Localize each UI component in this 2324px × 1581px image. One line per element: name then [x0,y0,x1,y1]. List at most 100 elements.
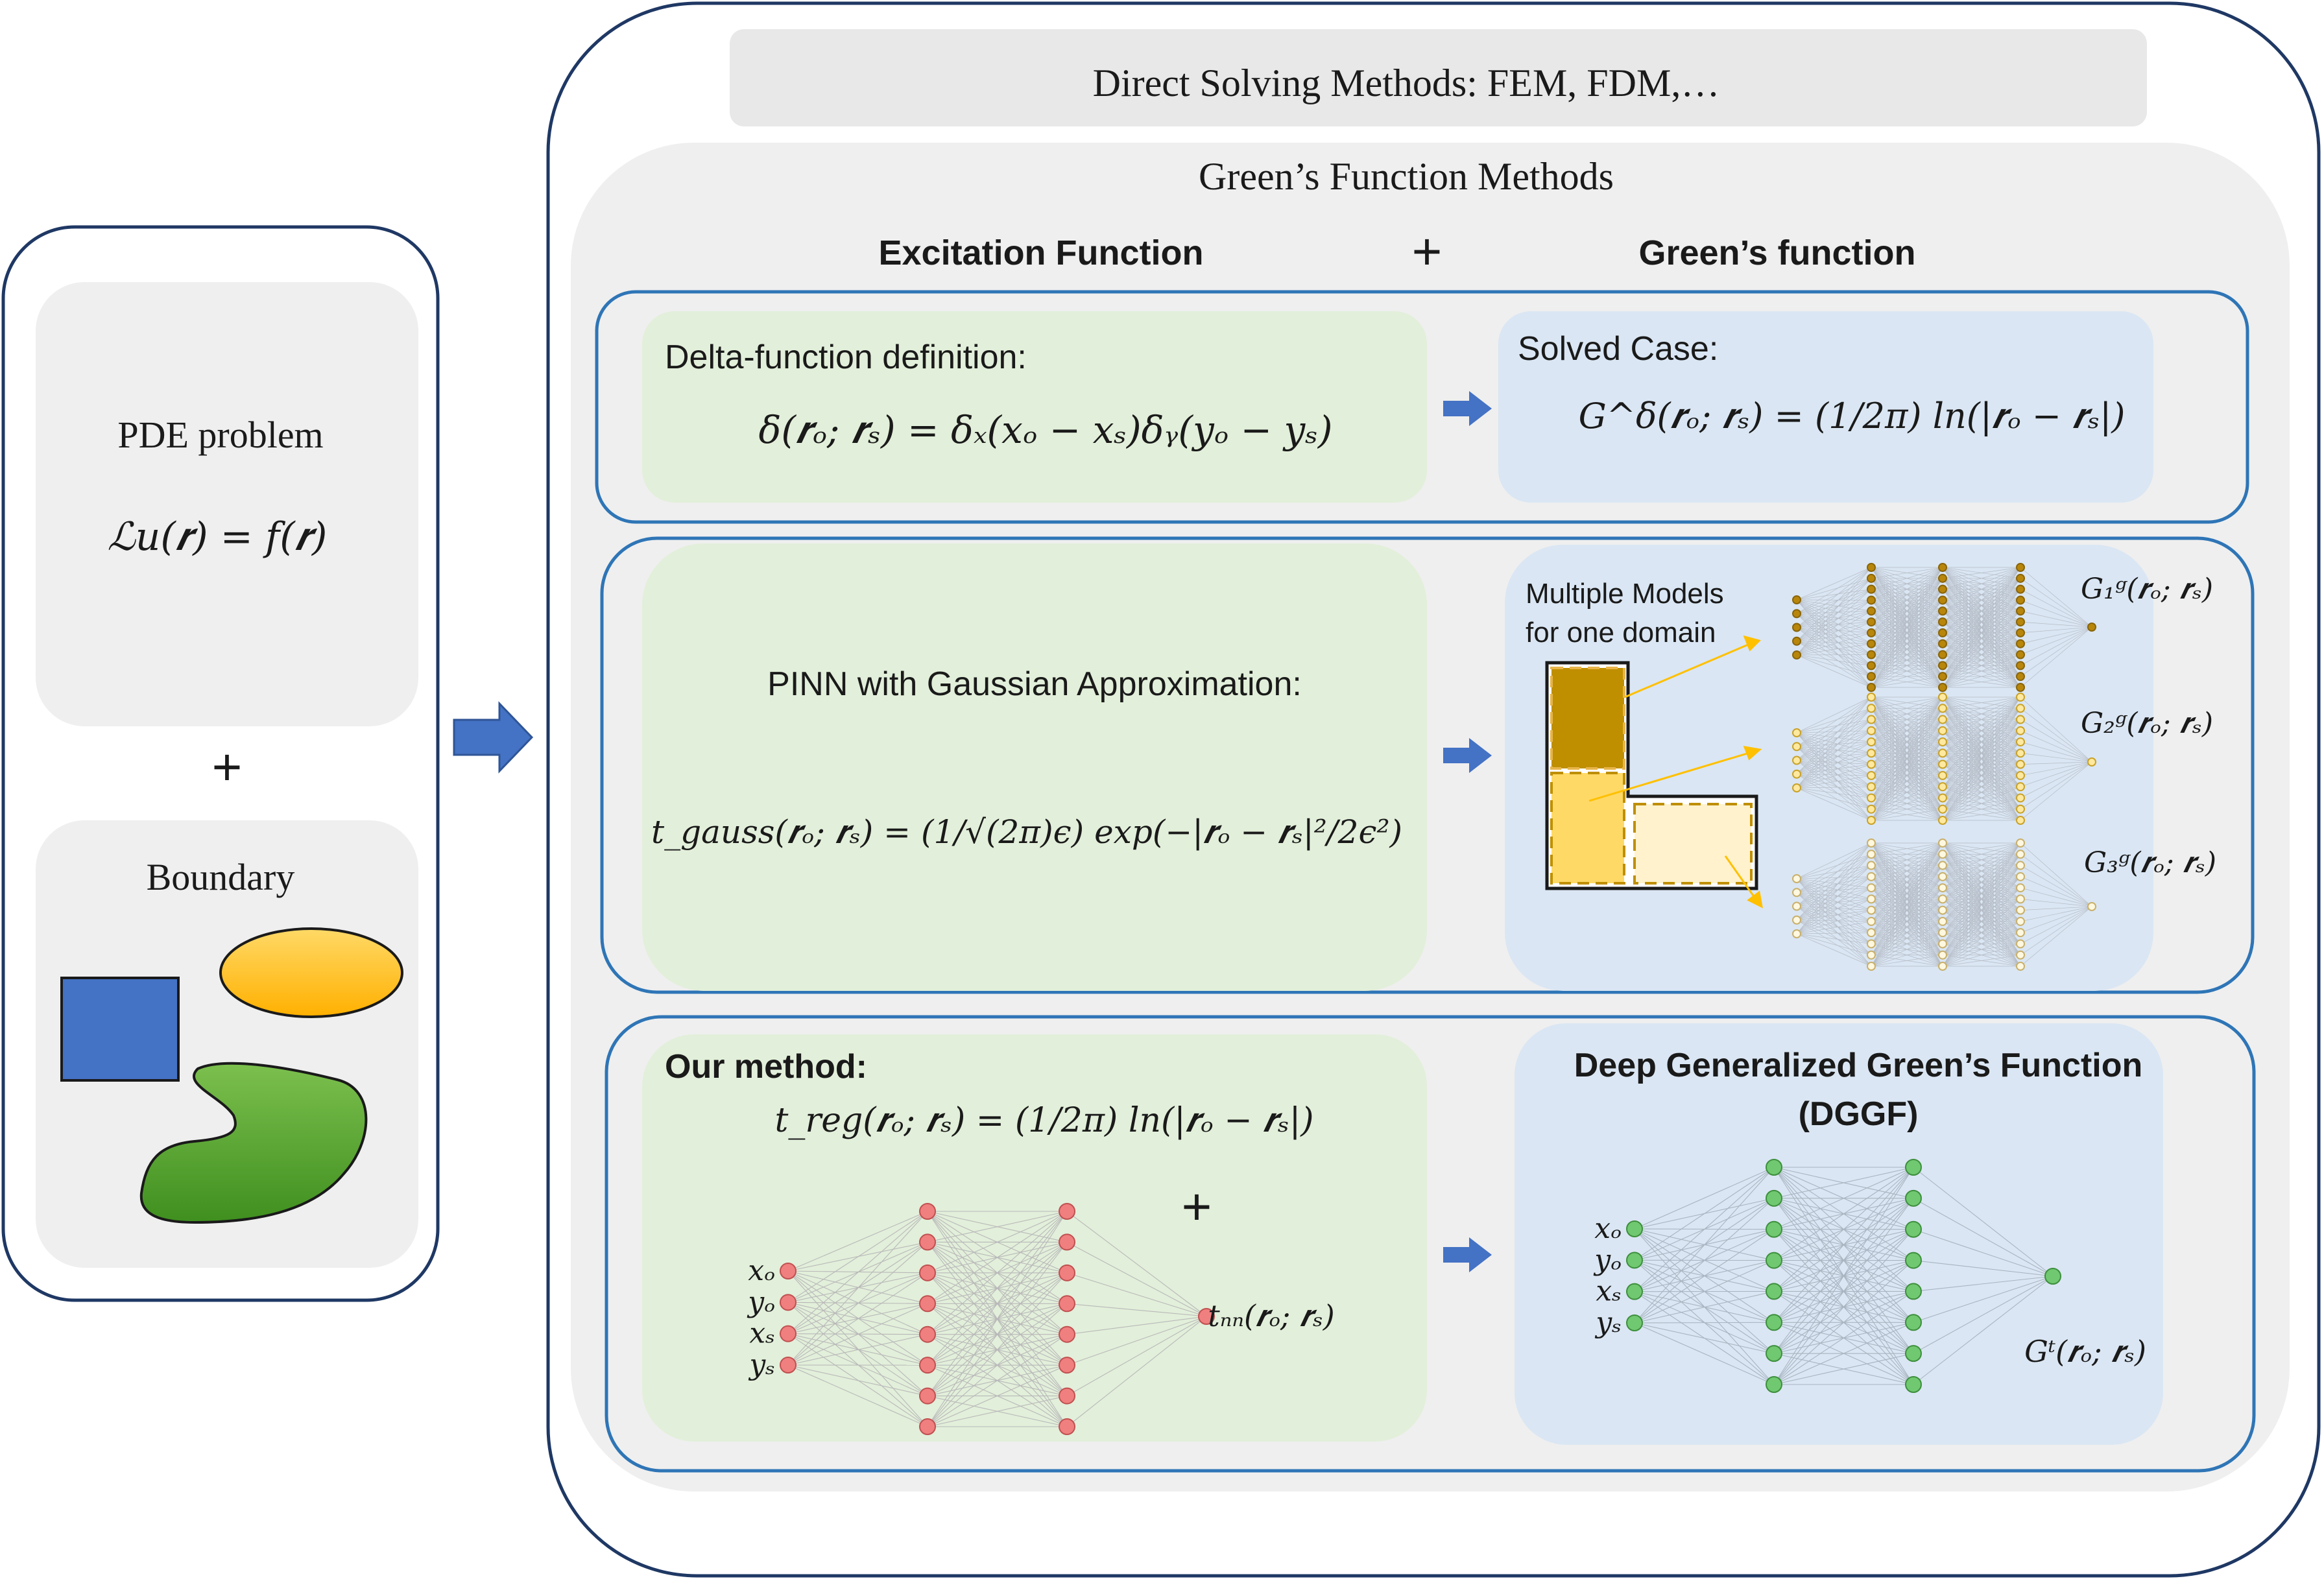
nn-node [1766,1189,1782,1207]
nn-node [1938,962,1947,971]
dggf-input-label: yₒ [1593,1243,1622,1276]
nn-node [2016,672,2025,682]
nn-node [1938,617,1947,627]
nn-node [1867,639,1876,648]
nn-node [1792,595,1801,604]
nn-node [2016,928,2025,938]
nn-node [2016,905,2025,915]
nn-node [2016,770,2025,780]
nn-node [1792,783,1801,792]
nn-node [2016,661,2025,671]
nn-node [1867,782,1876,792]
subdomain-1 [1550,667,1625,770]
nn-input-label: xₒ [748,1254,775,1287]
nn-node [1792,650,1801,660]
nn-node [1938,650,1947,660]
nn-node [1938,726,1947,735]
nn-node [1938,628,1947,637]
nn-node [1938,916,1947,926]
nn-node [1867,693,1876,702]
nn-node [1626,1314,1643,1331]
green-box [1498,311,2153,503]
nn-node [1938,816,1947,825]
nn-node [1867,584,1876,594]
pinn-model-network [1792,563,2096,692]
header-plus: + [1412,222,1443,280]
nn-node [1938,584,1947,594]
nn-node [1938,883,1947,893]
excitation-header: Excitation Function [878,233,1203,272]
nn-node [1867,894,1876,904]
nn-node [2016,962,2025,971]
pde-equation: ℒu(𝒓) = f(𝒓) [108,514,328,560]
pinn-networks [1792,563,2096,971]
nn-node [1792,901,1801,911]
nn-node [2016,563,2025,572]
nn-node [2016,704,2025,713]
nn-node [919,1357,936,1374]
nn-node [1792,755,1801,765]
nn-node [1867,704,1876,713]
nn-node [1867,916,1876,926]
dggf-title-line1: Deep Generalized Green’s Function [1574,1047,2143,1084]
nn-node [2016,894,2025,904]
nn-node [2016,872,2025,881]
nn-node [1867,804,1876,814]
nn-connections [1796,842,2092,967]
nn-node [1792,742,1801,752]
nn-node [1867,672,1876,682]
nn-node [1938,573,1947,583]
row-delta: Delta-function definition: δ(𝒓ₒ; 𝒓ₛ) = δ… [595,290,2249,524]
nn-node [1867,573,1876,583]
model-label-2: G₂ᵍ(𝒓ₒ; 𝒓ₛ) [2081,707,2213,740]
nn-node [1059,1233,1075,1251]
nn-node [1938,950,1947,960]
nn-node [2016,804,2025,814]
nn-node [1938,693,1947,702]
nn-node [1766,1314,1782,1331]
nn-node [2016,816,2025,825]
excitation-title: PINN with Gaussian Approximation: [767,665,1302,703]
nn-node [1059,1418,1075,1435]
nn-node [1867,748,1876,758]
nn-node [1938,804,1947,814]
nn-node [1867,715,1876,724]
nn-node [1938,683,1947,692]
nn-node [919,1203,936,1220]
nn-node [1867,939,1876,949]
nn-node [1059,1264,1075,1281]
nn-node [2016,639,2025,648]
dggf-input-label: yₛ [1594,1306,1622,1339]
excitation-box [642,543,1427,991]
nn-node [2016,584,2025,594]
nn-node [919,1295,936,1313]
nn-node [1766,1159,1782,1176]
model-label-3: G₃ᵍ(𝒓ₒ; 𝒓ₛ) [2084,846,2216,879]
nn-node [1938,894,1947,904]
pinn-model-network [1792,838,2096,971]
nn-node [919,1387,936,1405]
nn-node [1938,595,1947,605]
left-panel: PDE problem ℒu(𝒓) = f(𝒓) + Boundary [1,225,440,1302]
excitation-box [642,311,1427,503]
nn-node [2016,883,2025,893]
nn-node [780,1294,797,1311]
direct-methods-label: Direct Solving Methods: FEM, FDM,… [1093,62,1720,104]
nn-node [1938,905,1947,915]
nn-node [2016,916,2025,926]
excitation-formula: t_gauss(𝒓ₒ; 𝒓ₛ) = (1/√(2π)ϵ) exp(−|𝒓ₒ − … [651,813,1402,851]
square-shape [60,977,180,1082]
l-domain [1545,661,1758,890]
nn-node [1867,861,1876,870]
green-formula: G^δ(𝒓ₒ; 𝒓ₛ) = (1/2π) ln(|𝒓ₒ − 𝒓ₛ|) [1579,396,2126,436]
models-note-line1: Multiple Models [1526,578,1724,610]
nn-node [1766,1345,1782,1362]
excitation-box [642,1034,1427,1442]
nn-connections [1634,1167,2054,1385]
row-arrow-icon [1443,1237,1492,1272]
excitation-formula: δ(𝒓ₒ; 𝒓ₛ) = δₓ(xₒ − xₛ)δᵧ(yₒ − yₛ) [759,408,1333,452]
nn-input-label: yₛ [748,1348,775,1381]
nn-node [1938,850,1947,859]
